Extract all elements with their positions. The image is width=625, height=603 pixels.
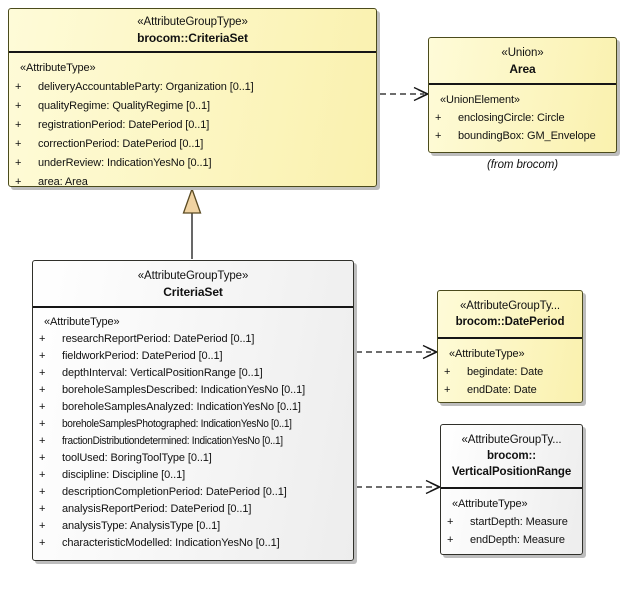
section-label: «UnionElement» — [440, 94, 520, 106]
attribute-compartment: «AttributeType» +begindate: Date +endDat… — [438, 337, 582, 402]
class-stereotype: «AttributeGroupTy... — [461, 434, 562, 446]
attribute-compartment: «AttributeType» +deliveryAccountablePart… — [9, 51, 376, 186]
class-name-line2: VerticalPositionRange — [451, 466, 572, 478]
attribute-row: +qualityRegime: QualityRegime [0..1] — [15, 100, 210, 112]
attribute-row: +toolUsed: BoringToolType [0..1] — [39, 452, 212, 464]
class-name: brocom::DatePeriod — [455, 316, 565, 328]
class-name: Area — [509, 61, 536, 76]
attribute-compartment: «UnionElement» +enclosingCircle: Circle … — [429, 83, 616, 152]
attribute-row: +begindate: Date — [444, 366, 544, 378]
attribute-row: +deliveryAccountableParty: Organization … — [15, 81, 254, 93]
attribute-row: +analysisReportPeriod: DatePeriod [0..1] — [39, 503, 252, 515]
section-label: «AttributeType» — [44, 316, 120, 328]
class-header: «AttributeGroupTy... brocom:: VerticalPo… — [441, 425, 582, 487]
attribute-row: +endDate: Date — [444, 384, 537, 396]
attribute-row: +boundingBox: GM_Envelope — [435, 130, 596, 142]
class-header: «Union» Area — [429, 38, 616, 83]
class-box-brocom-criteriaset[interactable]: «AttributeGroupType» brocom::CriteriaSet… — [8, 8, 377, 187]
dependency-arrow-dateperiod[interactable] — [356, 344, 439, 360]
attribute-row: +depthInterval: VerticalPositionRange [0… — [39, 367, 263, 379]
dependency-arrow-verticalpositionrange[interactable] — [356, 479, 442, 495]
attribute-row: +endDepth: Measure — [447, 534, 565, 546]
attribute-row: +area: Area — [15, 176, 88, 186]
attribute-row: +enclosingCircle: Circle — [435, 112, 565, 124]
class-header: «AttributeGroupType» brocom::CriteriaSet — [9, 9, 376, 51]
class-box-criteriaset[interactable]: «AttributeGroupType» CriteriaSet «Attrib… — [32, 260, 354, 561]
section-label: «AttributeType» — [449, 348, 525, 360]
class-stereotype: «AttributeGroupType» — [137, 269, 249, 282]
attribute-row: +fieldworkPeriod: DatePeriod [0..1] — [39, 350, 223, 362]
section-label: «AttributeType» — [20, 62, 96, 74]
class-stereotype: «AttributeGroupTy... — [459, 300, 561, 312]
attribute-row: +boreholeSamplesAnalyzed: IndicationYesN… — [39, 401, 301, 413]
class-box-area[interactable]: «Union» Area «UnionElement» +enclosingCi… — [428, 37, 617, 153]
attribute-row: +registrationPeriod: DatePeriod [0..1] — [15, 119, 210, 131]
attribute-row: +boreholeSamplesPhotographed: Indication… — [39, 418, 292, 430]
class-header: «AttributeGroupTy... brocom::DatePeriod — [438, 291, 582, 337]
class-name: CriteriaSet — [163, 284, 223, 299]
attribute-row: +characteristicModelled: IndicationYesNo… — [39, 537, 280, 549]
attribute-row: +analysisType: AnalysisType [0..1] — [39, 520, 221, 532]
class-box-dateperiod[interactable]: «AttributeGroupTy... brocom::DatePeriod … — [437, 290, 583, 403]
class-stereotype: «AttributeGroupType» — [137, 16, 248, 28]
class-stereotype: «Union» — [501, 46, 544, 59]
attribute-row: +boreholeSamplesDescribed: IndicationYes… — [39, 384, 306, 396]
attribute-row: +discipline: Discipline [0..1] — [39, 469, 186, 481]
attribute-compartment: «AttributeType» +researchReportPeriod: D… — [33, 306, 353, 560]
attribute-row: +descriptionCompletionPeriod: DatePeriod… — [39, 486, 287, 498]
class-name: brocom::CriteriaSet — [137, 31, 248, 45]
attribute-row: +startDepth: Measure — [447, 516, 568, 528]
attribute-row: +fractionDistributiondetermined: Indicat… — [39, 435, 283, 447]
attribute-row: +underReview: IndicationYesNo [0..1] — [15, 157, 212, 169]
class-header: «AttributeGroupType» CriteriaSet — [33, 261, 353, 306]
dependency-arrow-area[interactable] — [380, 86, 430, 102]
from-package-note: (from brocom) — [487, 159, 558, 171]
class-box-verticalpositionrange[interactable]: «AttributeGroupTy... brocom:: VerticalPo… — [440, 424, 583, 555]
class-name-line1: brocom:: — [486, 450, 537, 462]
attribute-row: +researchReportPeriod: DatePeriod [0..1] — [39, 333, 255, 345]
attribute-compartment: «AttributeType» +startDepth: Measure +en… — [441, 487, 582, 554]
generalization-arrow[interactable] — [182, 187, 202, 259]
attribute-row: +correctionPeriod: DatePeriod [0..1] — [15, 138, 204, 150]
section-label: «AttributeType» — [452, 498, 528, 510]
